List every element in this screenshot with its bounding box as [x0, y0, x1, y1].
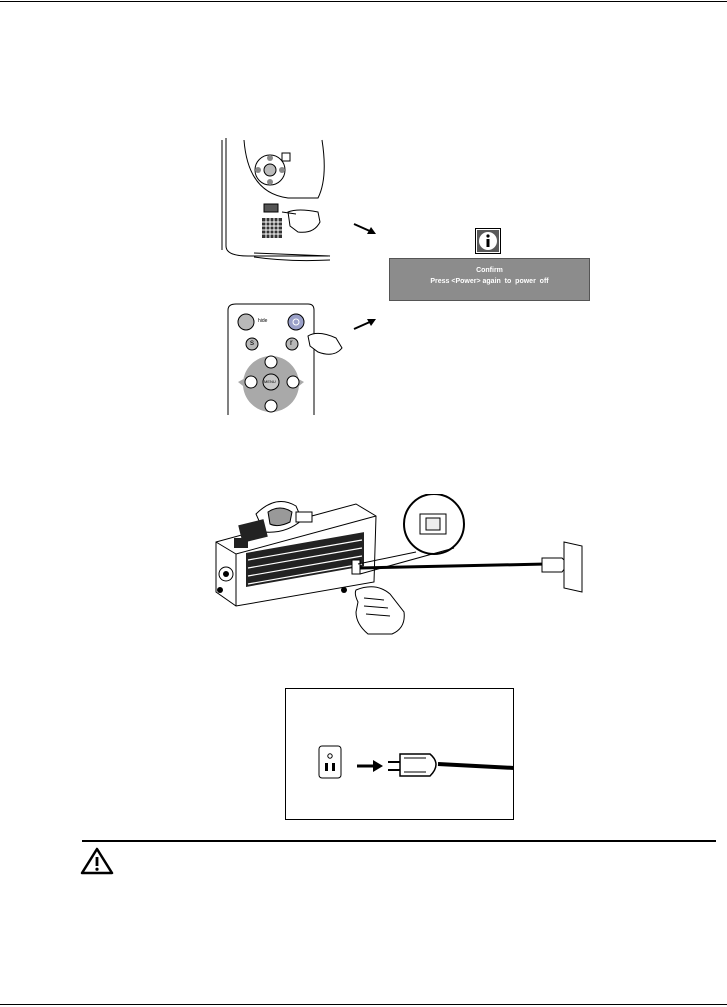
osd-title: Confirm: [390, 267, 589, 274]
remote-s-label: s: [250, 338, 254, 347]
projector-keypad-illustration: [218, 138, 333, 263]
projector-power-switch-illustration: [206, 494, 586, 644]
power-plug-icon: [386, 748, 514, 782]
footer-rule: [0, 1004, 727, 1005]
warning-icon: [80, 846, 114, 876]
remote-r-label: r: [290, 338, 293, 347]
osd-confirm-dialog: Confirm Press <Power> again to power off: [389, 258, 590, 301]
info-icon: [475, 228, 501, 254]
remote-hide-label: hide: [258, 318, 267, 324]
arrow-right-icon: [352, 317, 378, 331]
warning-section-rule: [82, 840, 716, 842]
remote-menu-label: MENU: [264, 379, 276, 384]
remote-control-illustration: [226, 302, 344, 417]
wall-outlet-icon: [318, 745, 342, 779]
arrow-right-icon: [356, 760, 384, 772]
header-rule: [0, 1, 727, 2]
arrow-right-icon: [352, 222, 378, 236]
osd-message: Press <Power> again to power off: [390, 278, 589, 285]
